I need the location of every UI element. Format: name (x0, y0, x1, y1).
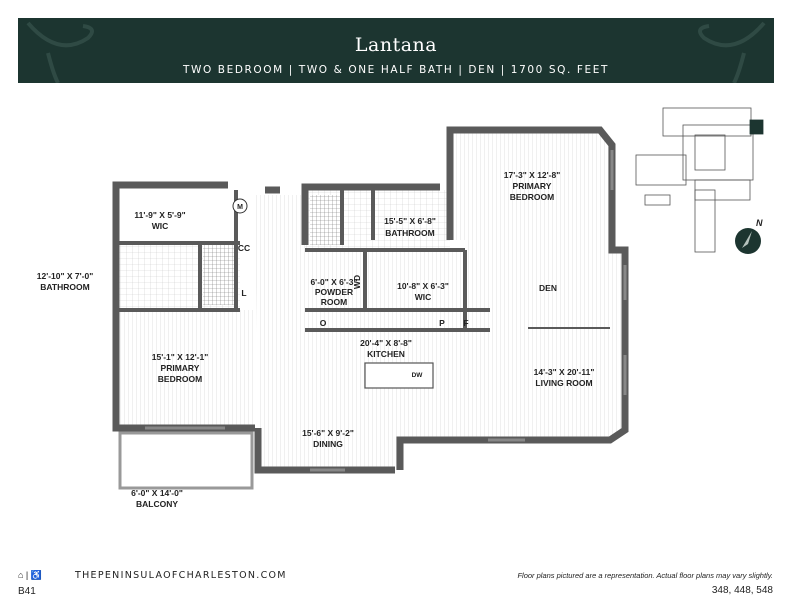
ornament-right-icon (698, 21, 766, 83)
accessibility-icons: ⌂ | ♿ (18, 570, 42, 580)
room-name-living-room: LIVING ROOM (535, 378, 592, 388)
room-name-bathroom-left: BATHROOM (40, 282, 89, 292)
room-size-bathroom-left: 12'-10" X 7'-0" (37, 271, 94, 281)
mechanical-icon (232, 198, 248, 214)
room-size-kitchen: 20'-4" X 8'-8" (360, 338, 412, 348)
room-size-wic-right: 10'-8" X 6'-3" (397, 281, 449, 291)
room-name-powder: POWDER (315, 287, 353, 297)
room-size-dining: 15'-6" X 9'-2" (302, 428, 354, 438)
disclaimer: Floor plans pictured are a representatio… (517, 571, 773, 580)
kitchen-island (364, 362, 434, 389)
ornament-left-icon (26, 21, 94, 83)
room-name-den: DEN (539, 283, 557, 293)
room-size-balcony: 6'-0" X 14'-0" (131, 488, 183, 498)
closet-l: L (241, 288, 246, 298)
balcony-area (118, 431, 254, 490)
mechanical-label: M (237, 204, 243, 211)
windows (145, 150, 627, 472)
room-name-balcony: BALCONY (136, 499, 178, 509)
room-size-primary-bedroom-left: 15'-1" X 12'-1" (152, 352, 209, 362)
room-size-primary-bedroom-right: 17'-3" X 12'-8" (504, 170, 561, 180)
plan-subtitle: TWO BEDROOM | TWO & ONE HALF BATH | DEN … (182, 64, 609, 76)
room-name-wic-left: WIC (152, 221, 169, 231)
pantry-label: P (439, 318, 445, 328)
room-name-wic-right: WIC (415, 292, 432, 302)
room-name-bedroom-right: BEDROOM (510, 192, 554, 202)
room-name-bathroom-right: BATHROOM (385, 228, 434, 238)
closet-cc: CC (238, 243, 250, 253)
plan-title: Lantana (354, 34, 438, 56)
unit-numbers: 348, 448, 548 (711, 585, 773, 596)
fridge-label: F (463, 318, 468, 328)
room-name-primary-right: PRIMARY (513, 181, 552, 191)
floor-area (118, 130, 625, 470)
room-size-living-room: 14'-3" X 20'-11" (534, 367, 595, 377)
room-size-bathroom-right: 15'-5" X 6'-8" (384, 216, 436, 226)
room-name-kitchen: KITCHEN (367, 349, 405, 359)
shower-left (203, 245, 235, 305)
compass-north-label: N (756, 218, 763, 228)
room-name-bedroom-left: BEDROOM (158, 374, 202, 384)
washer-dryer-label: WD (352, 275, 362, 289)
plan-header: Lantana TWO BEDROOM | TWO & ONE HALF BAT… (18, 18, 774, 83)
website-link[interactable]: THEPENINSULAOFCHARLESTON.COM (75, 570, 287, 581)
dishwasher-label: DW (412, 372, 424, 379)
room-name-dining: DINING (313, 439, 343, 449)
unit-highlight (749, 119, 764, 135)
room-size-powder-room: 6'-0" X 6'-3" (310, 277, 357, 287)
room-name-room: ROOM (321, 297, 347, 307)
oven-label: O (320, 318, 327, 328)
shower-right (310, 195, 342, 245)
room-size-wic-left: 11'-9" X 5'-9" (134, 210, 185, 220)
building-key-plan (635, 107, 764, 253)
plan-code: B41 (18, 586, 36, 597)
room-name-primary-left: PRIMARY (161, 363, 200, 373)
